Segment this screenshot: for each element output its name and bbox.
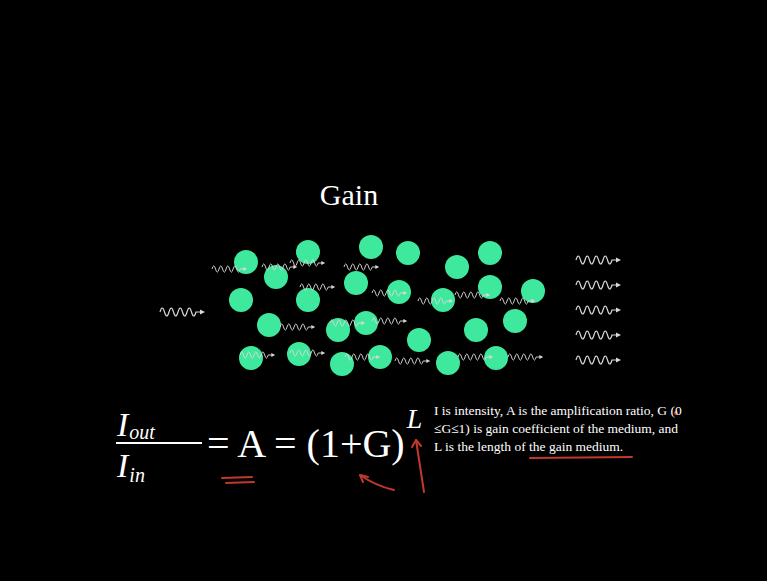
fraction-bar	[116, 442, 202, 444]
formula-expression: = A = (1+G)	[207, 424, 405, 464]
formula-symbol: I	[117, 408, 128, 442]
description-note: I is intensity, A is the amplification r…	[434, 402, 684, 456]
formula-subscript: out	[129, 422, 155, 442]
photons	[160, 256, 621, 364]
atoms	[229, 235, 545, 376]
formula-symbol: I	[117, 449, 128, 483]
slide-title: Gain	[320, 180, 378, 210]
formula-exponent: L	[407, 405, 423, 433]
formula-subscript: in	[129, 465, 145, 485]
